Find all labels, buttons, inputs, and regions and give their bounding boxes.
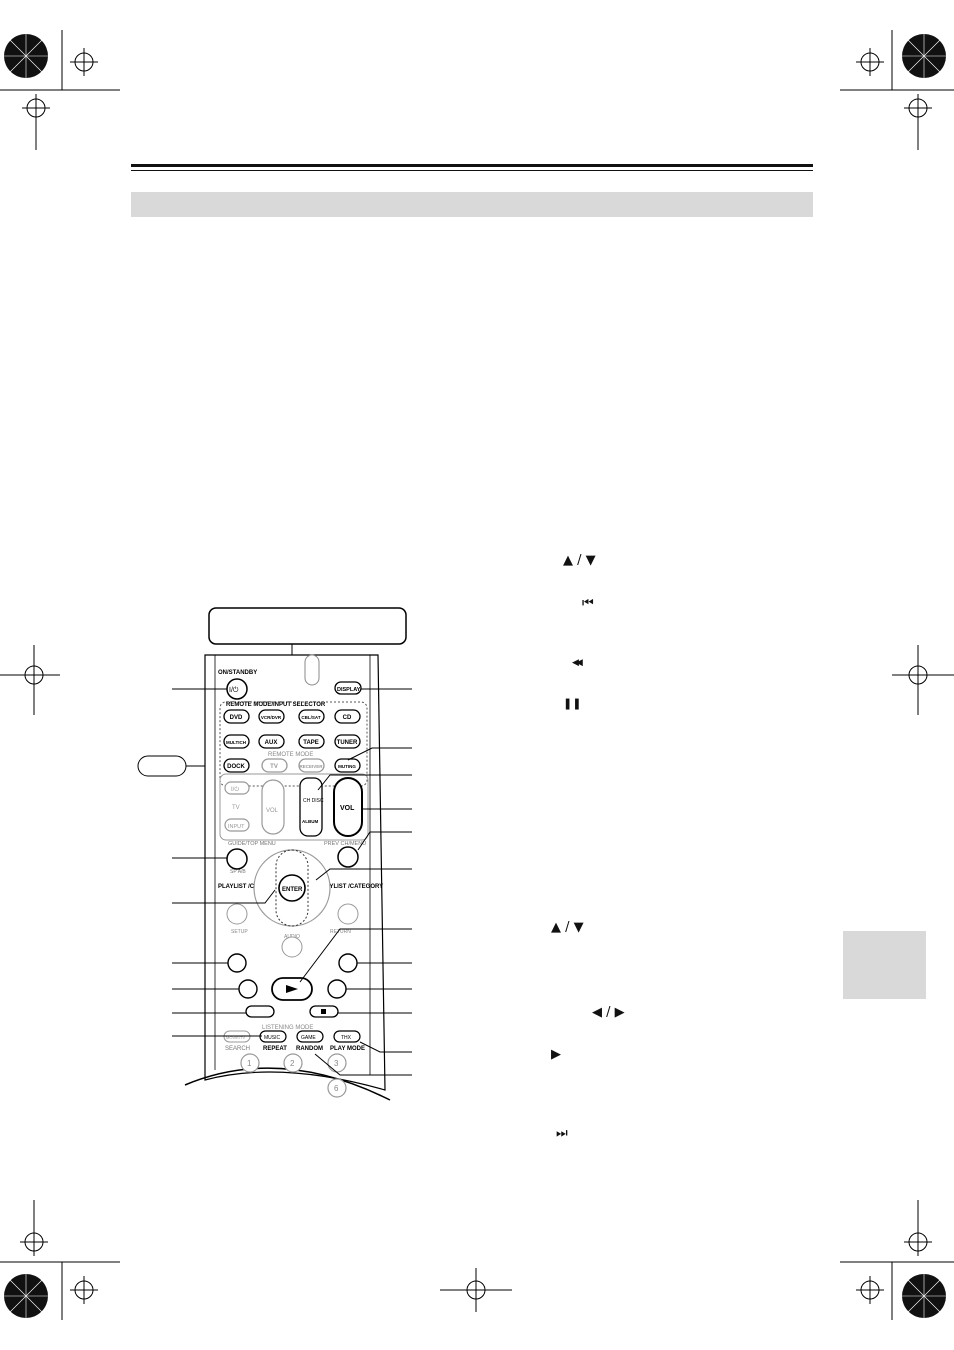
muting-button[interactable]: MUTING: [338, 764, 356, 769]
menu-button[interactable]: [337, 846, 359, 868]
multich-button[interactable]: MULTICH: [226, 740, 246, 745]
thx-button[interactable]: THX: [341, 1035, 352, 1041]
header-rule: [131, 164, 813, 167]
playlist-left: PLAYLIST /CATEGORY: [218, 884, 283, 890]
next-button[interactable]: [338, 953, 358, 973]
vcr-dvr-button[interactable]: VCR/DVR: [261, 715, 282, 720]
cd-button[interactable]: CD: [343, 715, 352, 721]
tape-button[interactable]: TAPE: [303, 740, 319, 746]
key-2[interactable]: 2: [290, 1059, 295, 1068]
chapter-tab: [843, 931, 926, 999]
callout-box: [208, 607, 407, 645]
prev-track-icon: ⏮: [582, 596, 594, 611]
up-down-arrows-icon: ▲ / ▼: [563, 553, 596, 568]
ff-button[interactable]: [327, 979, 347, 999]
enter-button[interactable]: ENTER: [282, 887, 303, 893]
pause-icon: ❚❚: [563, 697, 582, 710]
dock-callout: [137, 755, 187, 777]
music-button[interactable]: MUSIC: [264, 1035, 281, 1041]
top-menu-button[interactable]: [226, 848, 248, 870]
tv-vol-button[interactable]: VOL: [266, 808, 279, 814]
movie-tv-button[interactable]: MOVIE/TV: [226, 1035, 245, 1040]
remote-mode-label: REMOTE MODE/INPUT SELECTOR: [226, 702, 326, 708]
setup-button[interactable]: [226, 903, 248, 925]
return-label: RETURN: [330, 929, 351, 935]
prev-button[interactable]: [227, 953, 247, 973]
header-rule-thin: [131, 170, 813, 171]
ch-disc-label: CH DISC: [303, 798, 324, 804]
album-label: ALBUM: [302, 819, 318, 824]
play-icon: ▶: [551, 1047, 561, 1062]
return-button[interactable]: [337, 903, 359, 925]
vol-rocker[interactable]: VOL: [340, 805, 355, 812]
search-label: SEARCH: [225, 1046, 250, 1052]
spab-label: SP A/B: [230, 869, 246, 875]
dvd-button[interactable]: DVD: [230, 715, 243, 721]
key-3[interactable]: 3: [334, 1059, 339, 1068]
repeat-label: REPEAT: [263, 1046, 287, 1052]
rew-button[interactable]: [238, 979, 258, 999]
key-6[interactable]: 6: [334, 1084, 339, 1093]
cbl-sat-button[interactable]: CBL/SAT: [301, 715, 320, 720]
display-button[interactable]: DISPLAY: [337, 687, 361, 693]
aux-button[interactable]: AUX: [265, 740, 278, 746]
rewind-icon: ◀◀: [572, 658, 583, 668]
setup-label: SETUP: [231, 929, 248, 935]
left-right-arrows-icon: ◀ / ▶: [592, 1005, 625, 1020]
listening-mode-label: LISTENING MODE: [262, 1025, 313, 1031]
key-1[interactable]: 1: [247, 1059, 252, 1068]
up-down-arrows-icon-2: ▲ / ▼: [551, 920, 584, 935]
tuner-button[interactable]: TUNER: [337, 740, 358, 746]
playlist-right: PLAYLIST /CATEGORY: [318, 884, 383, 890]
remote-mode-sub: REMOTE MODE: [268, 752, 313, 758]
power-button[interactable]: I/⏻: [229, 686, 239, 694]
game-button[interactable]: GAME: [301, 1035, 316, 1041]
random-label: RANDOM: [296, 1046, 323, 1052]
guide-label: GUIDE/TOP MENU: [228, 841, 276, 847]
next-track-icon: ⏭: [556, 1126, 568, 1141]
section-heading-band: [131, 192, 813, 217]
tv-button[interactable]: TV: [270, 764, 278, 770]
pause-button[interactable]: [245, 1005, 275, 1018]
tv-power-button[interactable]: I/⏻: [231, 786, 239, 793]
dock-button[interactable]: DOCK: [227, 764, 245, 770]
tv-label: TV: [232, 805, 240, 811]
input-button[interactable]: INPUT: [228, 824, 245, 830]
audio-button[interactable]: [281, 936, 303, 958]
on-standby-label: ON/STANDBY: [218, 670, 257, 676]
prevch-label: PREV CH/MENU: [324, 841, 366, 847]
receiver-button[interactable]: RECEIVER: [299, 764, 323, 769]
playmode-label: PLAY MODE: [330, 1046, 365, 1052]
